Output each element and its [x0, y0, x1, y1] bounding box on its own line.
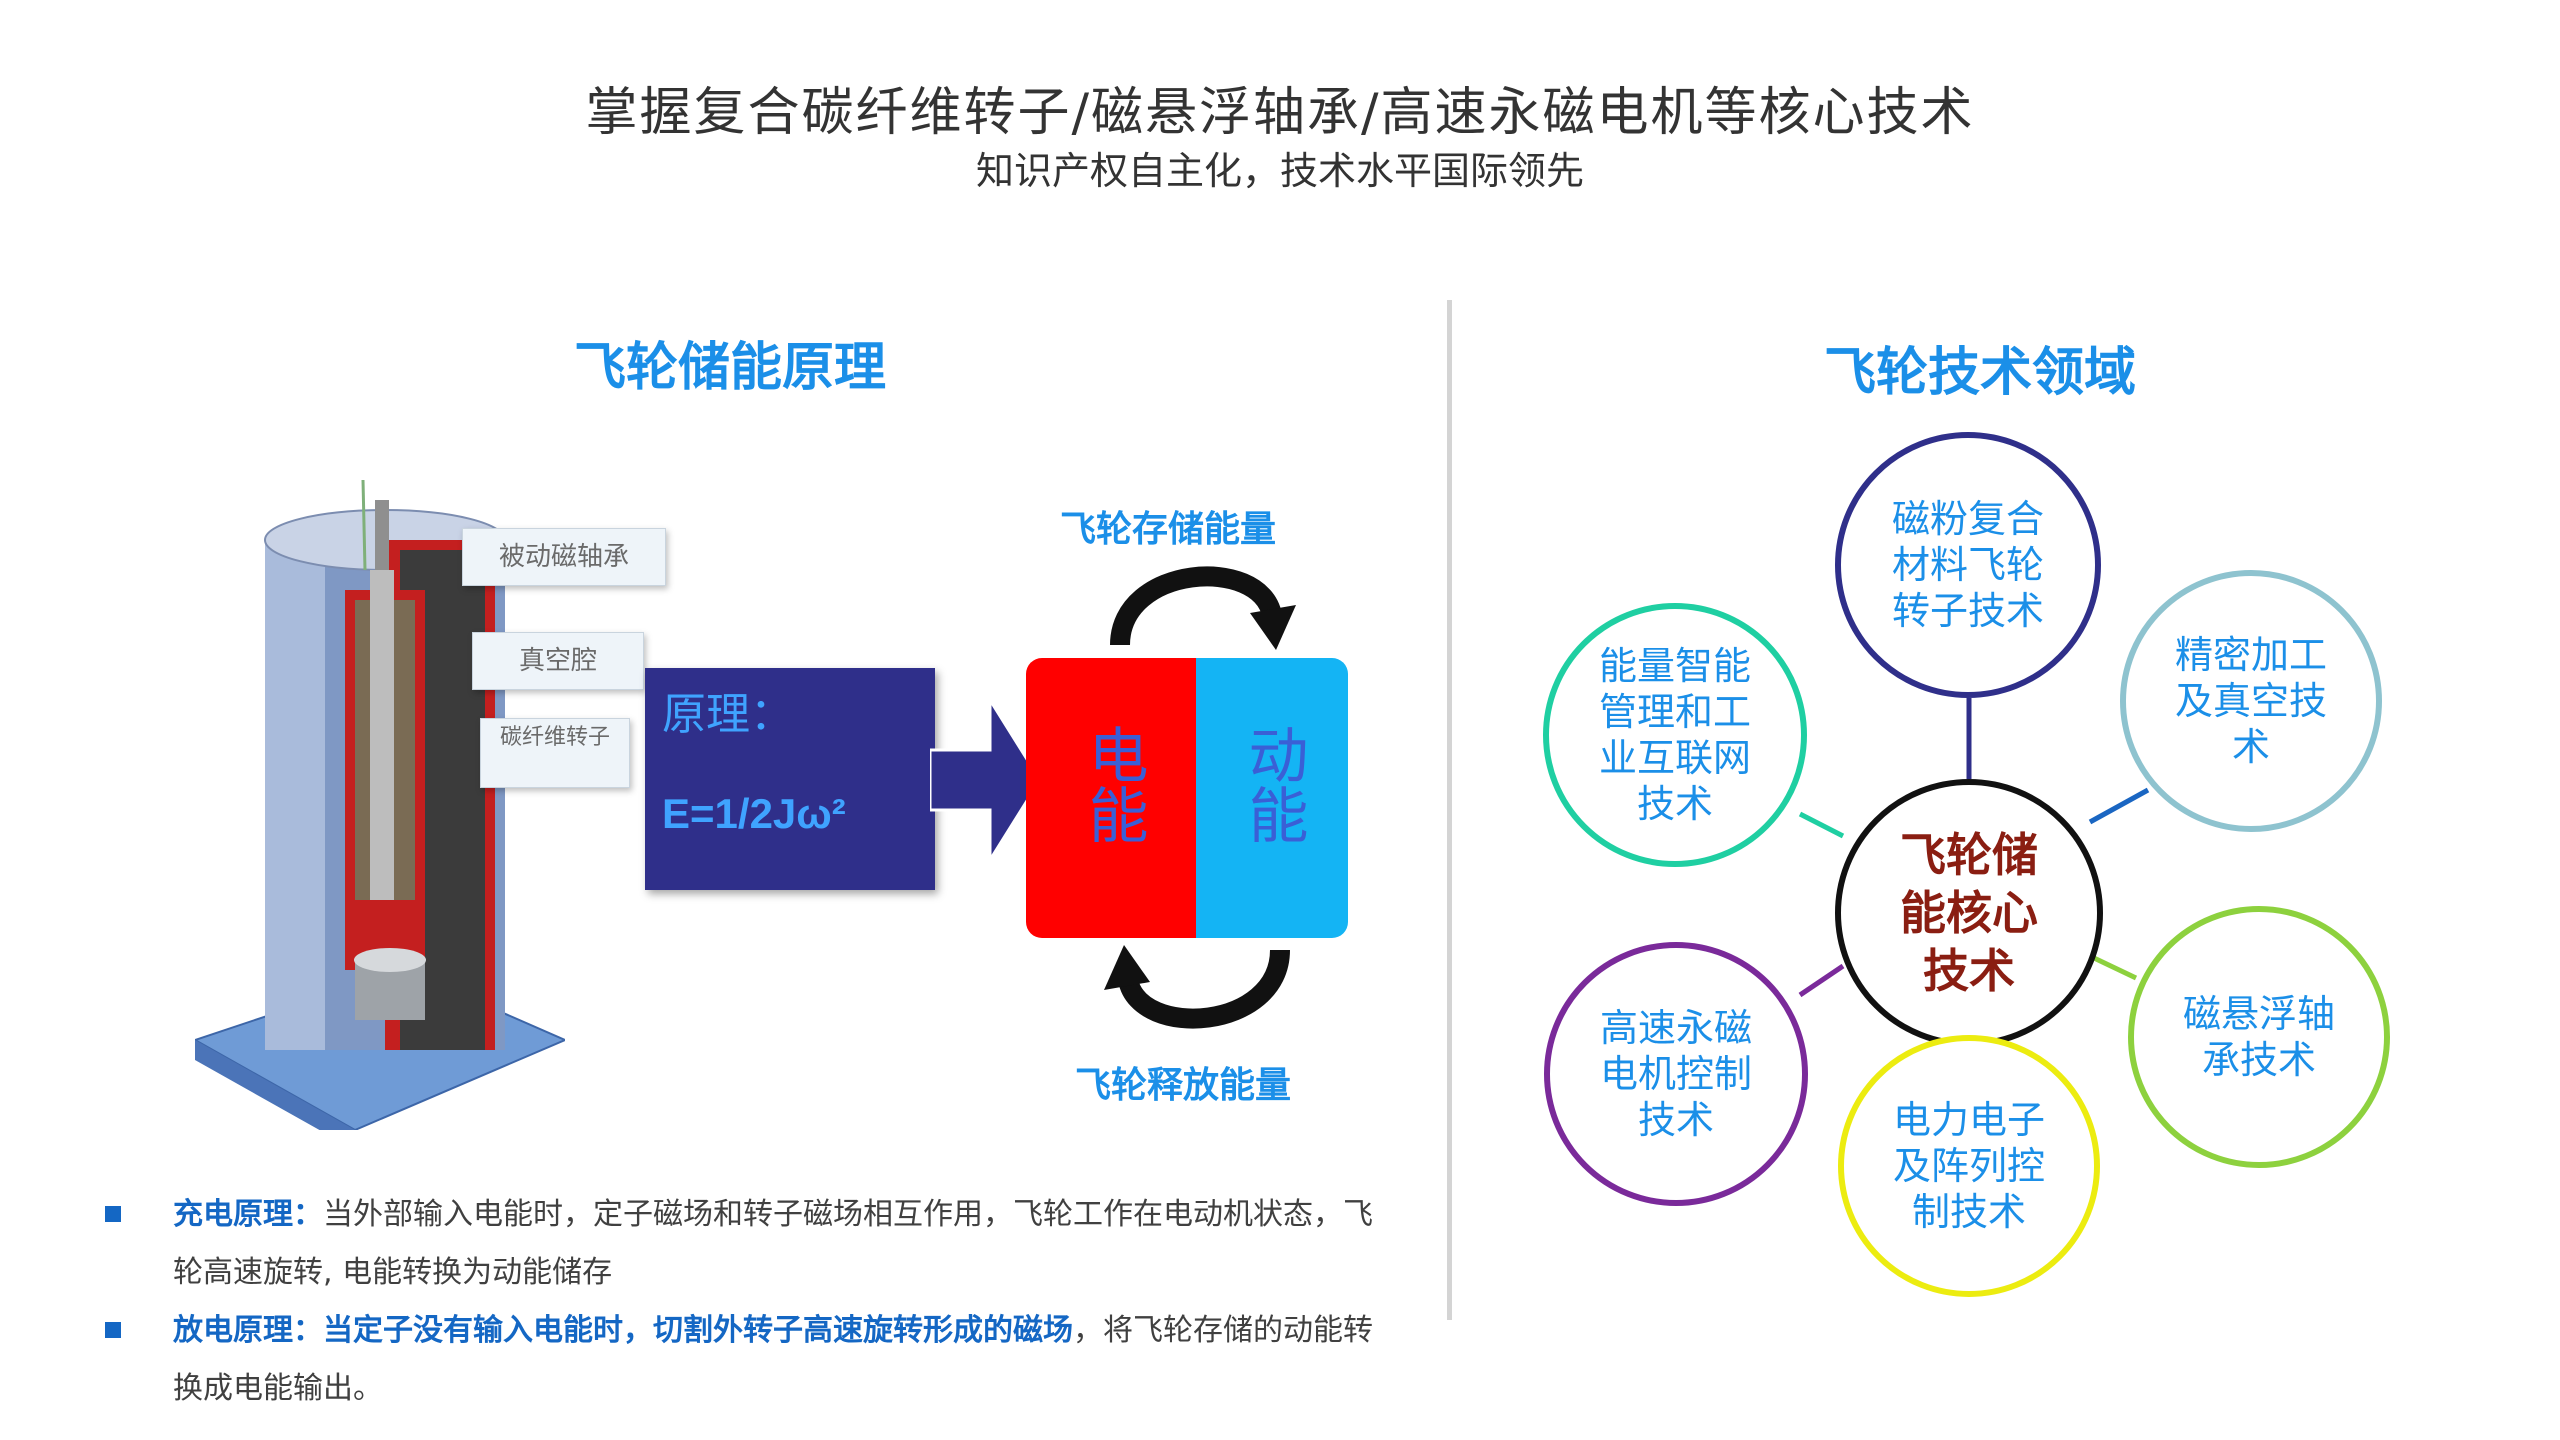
discharge-principle-text: 放电原理：当定子没有输入电能时，切割外转子高速旋转形成的磁场，将飞轮存储的动能转… — [173, 1302, 1393, 1418]
tech-node-rotor-label: 磁粉复合材料飞轮转子技术 — [1891, 497, 2044, 633]
kinetic-energy-block — [1196, 658, 1348, 938]
store-energy-arrow-icon — [1110, 566, 1296, 650]
discharge-principle-body: ，将飞轮存储的动能转换成电能输出。 — [173, 1313, 1373, 1406]
flywheel-illustration — [195, 480, 565, 1130]
core-tech-circle: 飞轮储能核心技术 — [1835, 779, 2103, 1047]
tech-node-energy-management: 能量智能管理和工业互联网技术 — [1543, 603, 1807, 867]
bullet-marker — [105, 1206, 121, 1222]
callout-passive-magnetic-bearing: 被动磁轴承 — [462, 528, 666, 586]
principle-heading: 飞轮储能原理 — [573, 338, 886, 398]
tech-node-vacuum-label: 精密加工及真空技术 — [2174, 633, 2327, 769]
tech-domain-heading: 飞轮技术领域 — [1823, 343, 2136, 403]
kinetic-energy-label: 动能 — [1238, 724, 1308, 844]
principle-arrow — [930, 700, 1042, 860]
page-title: 掌握复合碳纤维转子/磁悬浮轴承/高速永磁电机等核心技术 — [585, 83, 1975, 143]
charge-principle-label: 充电原理： — [173, 1197, 323, 1232]
tech-node-bearing-label: 磁悬浮轴承技术 — [2182, 992, 2335, 1082]
store-energy-label: 飞轮存储能量 — [1060, 509, 1277, 550]
tech-node-energy-management-label: 能量智能管理和工业互联网技术 — [1598, 644, 1751, 826]
tech-node-motor-control-label: 高速永磁电机控制技术 — [1599, 1006, 1752, 1142]
tech-node-power-electronics-label: 电力电子及阵列控制技术 — [1892, 1098, 2045, 1234]
energy-formula: E=1/2Jω² — [662, 790, 846, 837]
principle-box — [645, 668, 935, 890]
bullet-marker — [105, 1322, 121, 1338]
tech-node-bearing: 磁悬浮轴承技术 — [2128, 906, 2390, 1168]
tech-node-motor-control: 高速永磁电机控制技术 — [1544, 942, 1808, 1206]
discharge-principle-label: 放电原理：当定子没有输入电能时，切割外转子高速旋转形成的磁场 — [173, 1313, 1073, 1348]
callout-vacuum-chamber: 真空腔 — [472, 632, 644, 690]
callout-carbon-fiber-rotor: 碳纤维转子 — [480, 718, 630, 788]
core-tech-label: 飞轮储能核心技术 — [1900, 828, 2038, 998]
release-energy-label: 飞轮释放能量 — [1075, 1065, 1292, 1106]
principle-label: 原理： — [662, 689, 794, 740]
charge-principle-body: 当外部输入电能时，定子磁场和转子磁场相互作用，飞轮工作在电动机状态，飞轮高速旋转… — [173, 1197, 1373, 1290]
page-subtitle: 知识产权自主化，技术水平国际领先 — [975, 149, 1584, 193]
charge-principle-text: 充电原理：当外部输入电能时，定子磁场和转子磁场相互作用，飞轮工作在电动机状态，飞… — [173, 1186, 1393, 1302]
electric-energy-block — [1026, 658, 1196, 938]
tech-node-power-electronics: 电力电子及阵列控制技术 — [1838, 1035, 2100, 1297]
tech-node-rotor: 磁粉复合材料飞轮转子技术 — [1835, 432, 2101, 698]
electric-energy-label: 电能 — [1078, 724, 1148, 844]
section-divider — [1447, 300, 1452, 1320]
tech-node-vacuum: 精密加工及真空技术 — [2120, 570, 2382, 832]
release-energy-arrow-icon — [1104, 945, 1290, 1029]
